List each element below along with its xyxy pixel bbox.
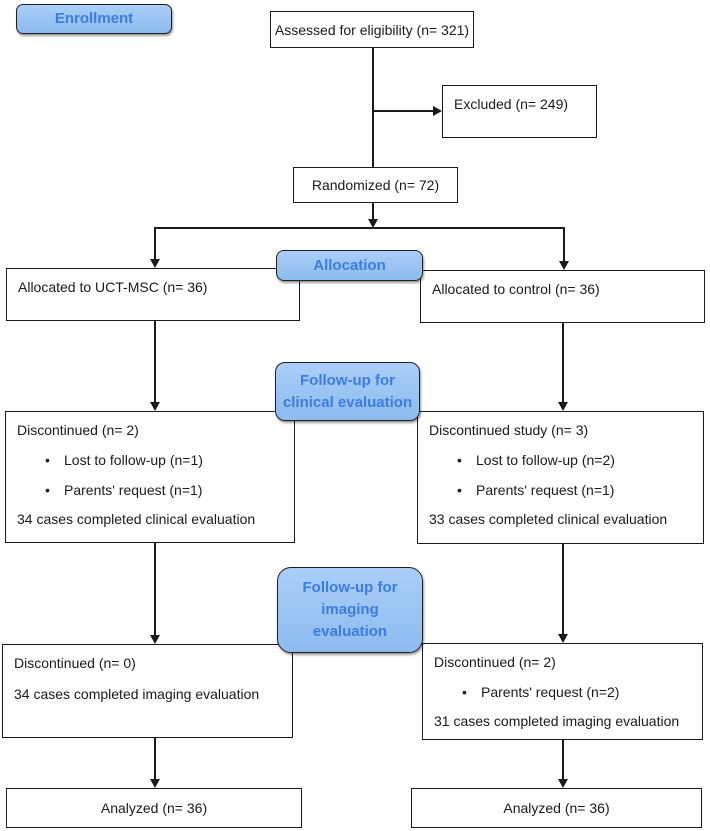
stage-followup-imaging-line2: imaging [321, 601, 379, 618]
bullet-item: Parents' request (n=1) [17, 482, 286, 498]
connector-split-right [563, 227, 565, 262]
arrowhead-split [368, 219, 378, 228]
node-randomized-label: Randomized (n= 72) [311, 177, 440, 193]
node-clinical-right: Discontinued study (n= 3) Lost to follow… [417, 411, 704, 544]
node-clinical-left: Discontinued (n= 2) Lost to follow-up (n… [5, 411, 295, 543]
node-analyzed-right: Analyzed (n= 36) [411, 788, 702, 828]
clinical-left-title: Discontinued (n= 2) [17, 422, 139, 438]
arrowhead-excluded [433, 106, 442, 116]
bullet-item: Lost to follow-up (n=2) [429, 452, 695, 468]
arrowhead-analyzed-right [558, 779, 568, 788]
bullet-item: Parents' request (n=2) [434, 684, 694, 700]
connector-alloc-clinical-left [154, 321, 156, 402]
imaging-right-footer: 31 cases completed imaging evaluation [434, 713, 680, 729]
bullet-item: Parents' request (n=1) [429, 482, 695, 498]
clinical-left-bullets: Lost to follow-up (n=1) Parents' request… [17, 452, 286, 498]
connector-assessed-randomized [372, 48, 374, 167]
clinical-right-footer: 33 cases completed clinical evaluation [429, 511, 668, 527]
node-allocated-uctmsc: Allocated to UCT-MSC (n= 36) [6, 268, 300, 321]
node-allocated-control: Allocated to control (n= 36) [420, 270, 705, 323]
stage-followup-clinical-line2: clinical evaluation [282, 393, 413, 411]
node-imaging-left: Discontinued (n= 0) 34 cases completed i… [2, 644, 293, 738]
stage-followup-imaging: Follow-up for imaging evaluation [277, 567, 423, 653]
connector-alloc-clinical-right [562, 323, 564, 402]
arrowhead-clinical-left [150, 402, 160, 411]
arrowhead-allocated-right [559, 261, 569, 270]
node-allocated-uctmsc-label: Allocated to UCT-MSC (n= 36) [18, 279, 208, 295]
connector-split-horizontal [154, 227, 564, 229]
imaging-right-title: Discontinued (n= 2) [434, 654, 556, 670]
clinical-right-bullets: Lost to follow-up (n=2) Parents' request… [429, 452, 695, 498]
stage-followup-imaging-line3: evaluation [312, 623, 388, 640]
connector-imaging-analyzed-left [154, 738, 156, 779]
node-assessed: Assessed for eligibility (n= 321) [270, 11, 474, 48]
node-excluded: Excluded (n= 249) [442, 85, 597, 138]
arrowhead-allocated-left [150, 259, 160, 268]
imaging-left-footer: 34 cases completed imaging evaluation [14, 686, 260, 702]
stage-allocation: Allocation [276, 250, 423, 281]
node-assessed-label: Assessed for eligibility (n= 321) [274, 21, 470, 38]
imaging-left-title: Discontinued (n= 0) [14, 655, 136, 671]
stage-followup-clinical-line1: Follow-up for [300, 371, 395, 389]
node-excluded-label: Excluded (n= 249) [454, 96, 569, 112]
node-randomized: Randomized (n= 72) [293, 167, 458, 203]
stage-enrollment-label: Enrollment [54, 10, 134, 27]
arrowhead-imaging-left [150, 635, 160, 644]
connector-imaging-analyzed-right [562, 740, 564, 779]
arrowhead-clinical-right [558, 402, 568, 411]
connector-clinical-imaging-right [562, 544, 564, 634]
connector-randomized-split [372, 203, 374, 220]
arrowhead-imaging-right [558, 634, 568, 643]
stage-followup-imaging-line1: Follow-up for [302, 579, 398, 596]
node-analyzed-right-label: Analyzed (n= 36) [503, 800, 610, 816]
stage-followup-clinical: Follow-up for clinical evaluation [275, 362, 420, 421]
node-allocated-control-label: Allocated to control (n= 36) [432, 281, 600, 297]
clinical-left-footer: 34 cases completed clinical evaluation [17, 511, 256, 527]
connector-excluded-branch [373, 110, 433, 112]
arrowhead-analyzed-left [150, 779, 160, 788]
node-analyzed-left: Analyzed (n= 36) [6, 788, 302, 828]
clinical-right-title: Discontinued study (n= 3) [429, 422, 589, 438]
stage-allocation-label: Allocation [313, 256, 386, 274]
connector-split-left [154, 227, 156, 260]
stage-enrollment: Enrollment [16, 4, 172, 34]
node-imaging-right: Discontinued (n= 2) Parents' request (n=… [422, 643, 703, 740]
bullet-item: Lost to follow-up (n=1) [17, 452, 286, 468]
node-analyzed-left-label: Analyzed (n= 36) [100, 800, 208, 816]
imaging-right-bullets: Parents' request (n=2) [434, 684, 694, 700]
connector-clinical-imaging-left [154, 543, 156, 635]
